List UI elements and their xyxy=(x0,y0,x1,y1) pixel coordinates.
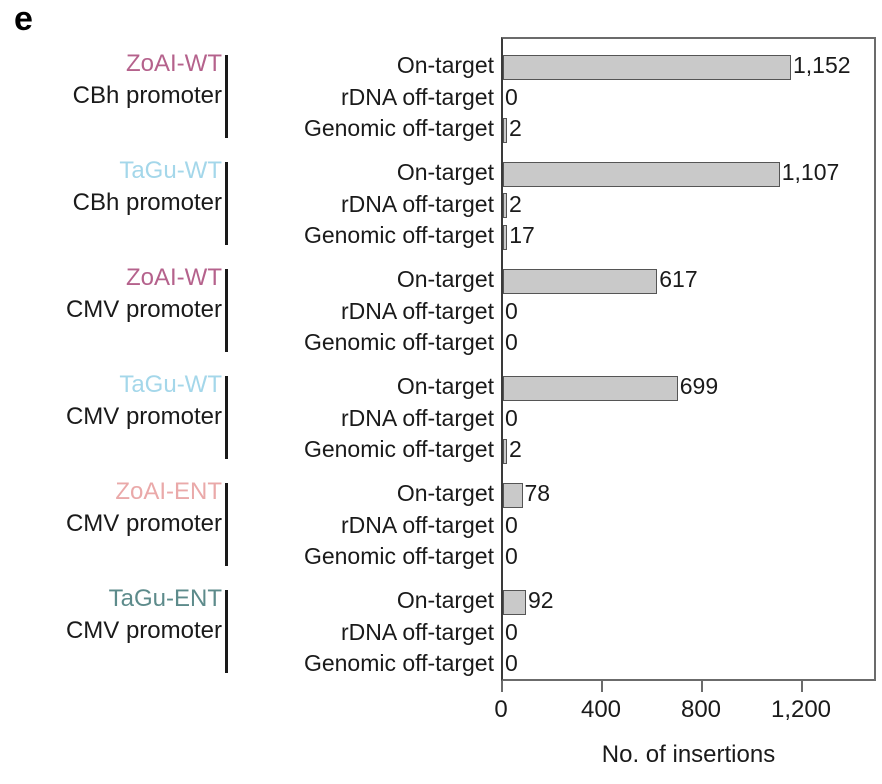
group-promoter: CMV promoter xyxy=(65,402,222,430)
group-label-tagu-wt-cbh: TaGu-WT CBh promoter xyxy=(0,155,222,219)
category-label: On-target xyxy=(396,587,494,613)
category-label: Genomic off-target xyxy=(303,543,494,570)
category-label: rDNA off-target xyxy=(341,83,494,110)
group-name: ZoAI-WT xyxy=(126,263,222,291)
x-axis-tick xyxy=(801,681,803,692)
category-label: On-target xyxy=(396,52,494,78)
bar-value-label: 699 xyxy=(679,373,719,399)
x-axis-tick xyxy=(601,681,603,692)
bar xyxy=(503,161,780,187)
group-label-zoai-wt-cmv: ZoAI-WT CMV promoter xyxy=(0,262,222,326)
group-promoter: CMV promoter xyxy=(65,509,222,537)
group-name: ZoAI-ENT xyxy=(115,477,222,505)
group-label-tagu-wt-cmv: TaGu-WT CMV promoter xyxy=(0,369,222,433)
group-divider-rule xyxy=(225,269,228,353)
category-label: rDNA off-target xyxy=(341,190,494,217)
bar xyxy=(503,54,791,80)
group-label-tagu-ent-cmv: TaGu-ENT CMV promoter xyxy=(0,583,222,647)
bar-value-label: 0 xyxy=(505,404,518,431)
group-name: TaGu-WT xyxy=(119,156,222,184)
category-label: rDNA off-target xyxy=(341,618,494,645)
bar-value-label: 0 xyxy=(505,511,518,538)
category-label: rDNA off-target xyxy=(341,404,494,431)
group-promoter: CMV promoter xyxy=(65,616,222,644)
panel-letter: e xyxy=(14,0,33,38)
category-label: Genomic off-target xyxy=(303,222,494,249)
group-divider-rule xyxy=(225,483,228,567)
group-label-zoai-wt-cbh: ZoAI-WT CBh promoter xyxy=(0,48,222,112)
x-axis-title: No. of insertions xyxy=(601,741,776,768)
bar-value-label: 0 xyxy=(505,543,518,570)
group-name: TaGu-WT xyxy=(119,370,222,398)
group-promoter: CBh promoter xyxy=(72,188,222,216)
category-label: rDNA off-target xyxy=(341,297,494,324)
x-axis-tick xyxy=(701,681,703,692)
bar-value-label: 0 xyxy=(505,650,518,677)
category-label: On-target xyxy=(396,266,494,292)
bar-value-label: 17 xyxy=(509,222,535,249)
group-divider-rule xyxy=(225,162,228,246)
category-label: On-target xyxy=(396,373,494,399)
category-label: Genomic off-target xyxy=(303,329,494,356)
bar xyxy=(503,589,526,615)
group-divider-rule xyxy=(225,376,228,460)
group-promoter: CMV promoter xyxy=(65,295,222,323)
bar xyxy=(503,193,507,219)
group-divider-rule xyxy=(225,55,228,139)
x-axis-tick-label: 800 xyxy=(680,696,722,723)
bar xyxy=(503,438,507,464)
bar-value-label: 0 xyxy=(505,329,518,356)
bar-value-label: 2 xyxy=(509,436,522,463)
bar xyxy=(503,117,507,143)
bar-value-label: 92 xyxy=(528,587,554,613)
group-name: ZoAI-WT xyxy=(126,49,222,77)
x-axis-tick-label: 1,200 xyxy=(770,696,832,723)
group-promoter: CBh promoter xyxy=(72,81,222,109)
bar-value-label: 0 xyxy=(505,83,518,110)
x-axis-tick-label: 400 xyxy=(580,696,622,723)
group-label-zoai-ent-cmv: ZoAI-ENT CMV promoter xyxy=(0,476,222,540)
bar-value-label: 2 xyxy=(509,115,522,142)
bar-chart-plot-area xyxy=(501,37,876,681)
bar-value-label: 1,152 xyxy=(793,52,851,78)
bar-value-label: 1,107 xyxy=(781,159,840,185)
x-axis-tick-label: 0 xyxy=(494,696,508,723)
category-label: Genomic off-target xyxy=(303,115,494,142)
bar xyxy=(503,482,523,508)
bar-value-label: 617 xyxy=(659,266,698,292)
group-name: TaGu-ENT xyxy=(108,584,222,612)
bar xyxy=(503,224,508,250)
category-label: On-target xyxy=(396,480,494,506)
group-divider-rule xyxy=(225,590,228,674)
bar-value-label: 78 xyxy=(524,480,551,506)
bar-value-label: 0 xyxy=(505,618,518,645)
category-label: rDNA off-target xyxy=(341,511,494,538)
bar xyxy=(503,375,678,401)
bar-value-label: 0 xyxy=(505,297,518,324)
bar xyxy=(503,268,658,294)
x-axis-tick xyxy=(501,681,503,692)
bar-value-label: 2 xyxy=(509,190,522,217)
category-label: On-target xyxy=(396,159,494,185)
category-label: Genomic off-target xyxy=(303,650,494,677)
category-label: Genomic off-target xyxy=(303,436,494,463)
